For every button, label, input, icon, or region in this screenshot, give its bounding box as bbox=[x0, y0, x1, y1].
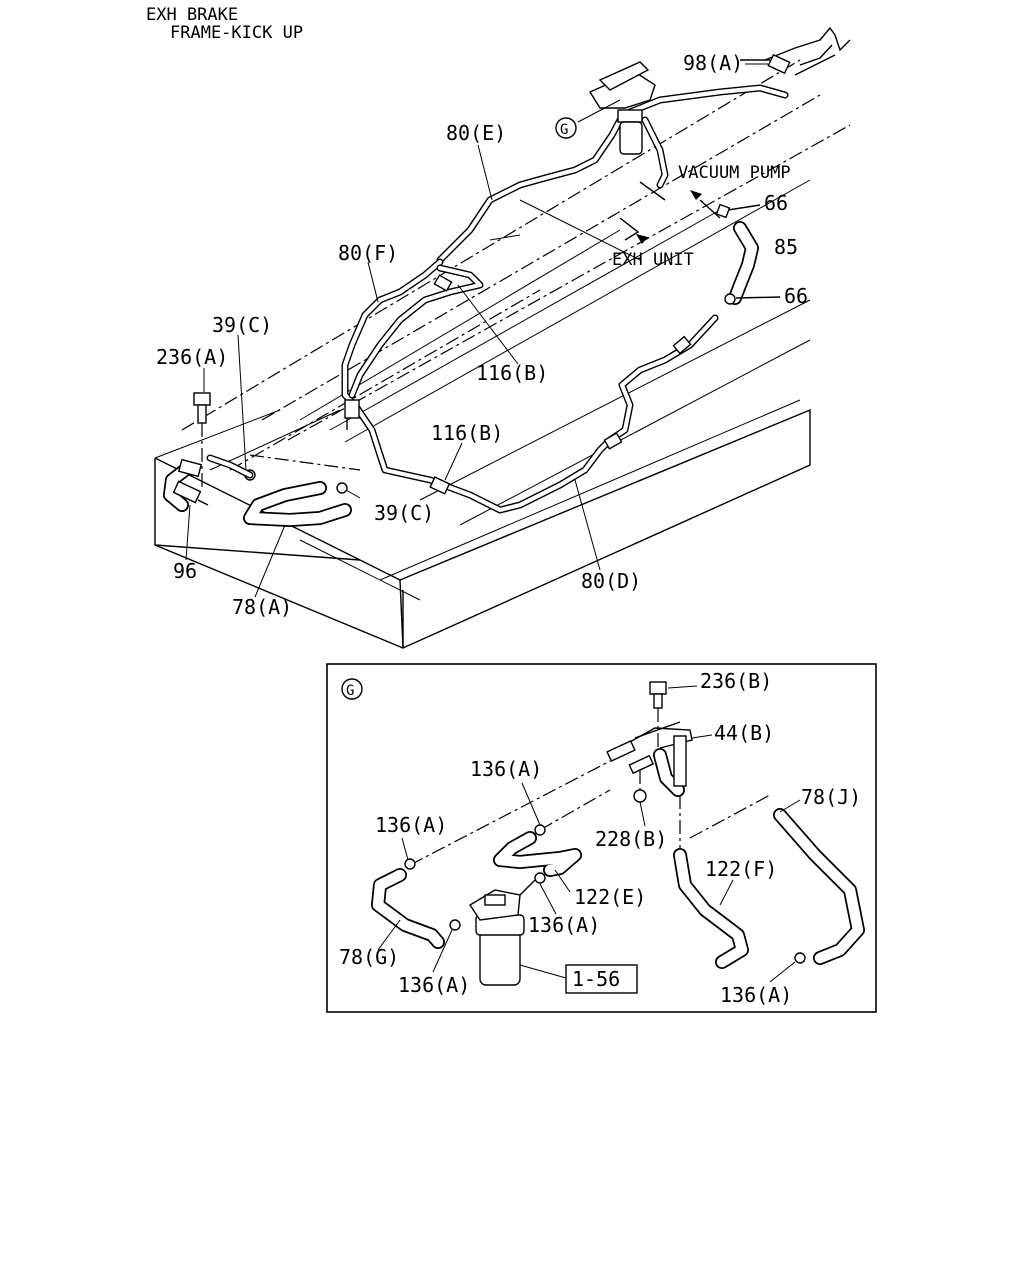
ref-box-1-56 bbox=[565, 964, 638, 994]
pipe-joints bbox=[344, 274, 692, 495]
bracket-44b bbox=[606, 721, 693, 797]
label-g-ref: G bbox=[560, 122, 568, 138]
label-85: 85 bbox=[774, 235, 798, 259]
arrow-vacuum-pump bbox=[690, 190, 721, 219]
clamp-39c bbox=[206, 454, 348, 494]
label-80d: 80(D) bbox=[581, 569, 641, 593]
label-78j: 78(J) bbox=[801, 785, 861, 809]
label-122f: 122(F) bbox=[705, 857, 777, 881]
label-ref-1-56: 1-56 bbox=[572, 967, 620, 991]
label-78a: 78(A) bbox=[232, 595, 292, 619]
clamps-136a bbox=[404, 824, 806, 964]
leader-ref-box bbox=[519, 964, 567, 979]
hose-78a bbox=[243, 481, 352, 527]
label-39c-top: 39(C) bbox=[212, 313, 272, 337]
hose-78g bbox=[371, 868, 445, 949]
title-line-1: EXH BRAKE bbox=[146, 5, 238, 25]
arrow-exh-unit bbox=[619, 217, 648, 244]
label-228b: 228(B) bbox=[595, 827, 667, 851]
label-116b-upper: 116(B) bbox=[476, 361, 548, 385]
label-136a-2: 136(A) bbox=[375, 813, 447, 837]
label-98a: 98(A) bbox=[683, 51, 743, 75]
detail-g-panel: G bbox=[326, 663, 877, 1013]
detail-marker-g bbox=[555, 117, 577, 139]
nut-228b bbox=[633, 770, 647, 803]
pipe-80d bbox=[351, 314, 719, 514]
pipe-80f bbox=[341, 258, 484, 409]
label-80f: 80(F) bbox=[338, 241, 398, 265]
valve-1-56 bbox=[469, 879, 536, 986]
label-122e: 122(E) bbox=[574, 885, 646, 909]
title-line-2: FRAME-KICK UP bbox=[170, 23, 303, 43]
label-236a: 236(A) bbox=[156, 345, 228, 369]
hose-78j bbox=[773, 808, 865, 965]
detail-ref-line-1 bbox=[409, 759, 613, 866]
label-44b: 44(B) bbox=[714, 721, 774, 745]
label-80e: 80(E) bbox=[446, 121, 506, 145]
label-96: 96 bbox=[173, 559, 197, 583]
clamp-66-bottom bbox=[724, 293, 781, 305]
label-136a-3: 136(A) bbox=[528, 913, 600, 937]
hose-85 bbox=[728, 221, 759, 305]
clamp-66-top bbox=[715, 203, 761, 219]
bolt-236b bbox=[649, 681, 667, 748]
hose-122f bbox=[673, 848, 749, 969]
label-78g: 78(G) bbox=[339, 945, 399, 969]
label-136a-4: 136(A) bbox=[398, 973, 470, 997]
bracket-98a bbox=[740, 26, 851, 76]
detail-g-tag-circle bbox=[341, 678, 363, 700]
detail-ref-line-2 bbox=[539, 789, 611, 831]
label-116b-lower: 116(B) bbox=[431, 421, 503, 445]
fitting-96 bbox=[163, 458, 209, 512]
detail-g-tag: G bbox=[346, 683, 354, 699]
bolt-236a bbox=[193, 392, 211, 488]
label-66-top: 66 bbox=[764, 191, 788, 215]
label-136a-1: 136(A) bbox=[470, 757, 542, 781]
hose-122e bbox=[493, 831, 582, 877]
label-66-bottom: 66 bbox=[784, 284, 808, 308]
label-exh-unit: EXH UNIT bbox=[612, 250, 694, 270]
valve-assembly-top bbox=[588, 61, 669, 201]
detail-ref-line-4 bbox=[689, 794, 771, 839]
leader-lines bbox=[185, 63, 768, 598]
label-236b: 236(B) bbox=[700, 669, 772, 693]
label-vacuum-pump: VACUUM PUMP bbox=[678, 163, 791, 183]
label-136a-5: 136(A) bbox=[720, 983, 792, 1007]
label-39c-bottom: 39(C) bbox=[374, 501, 434, 525]
frame-rails bbox=[181, 59, 851, 601]
pipe-80e bbox=[436, 84, 789, 264]
